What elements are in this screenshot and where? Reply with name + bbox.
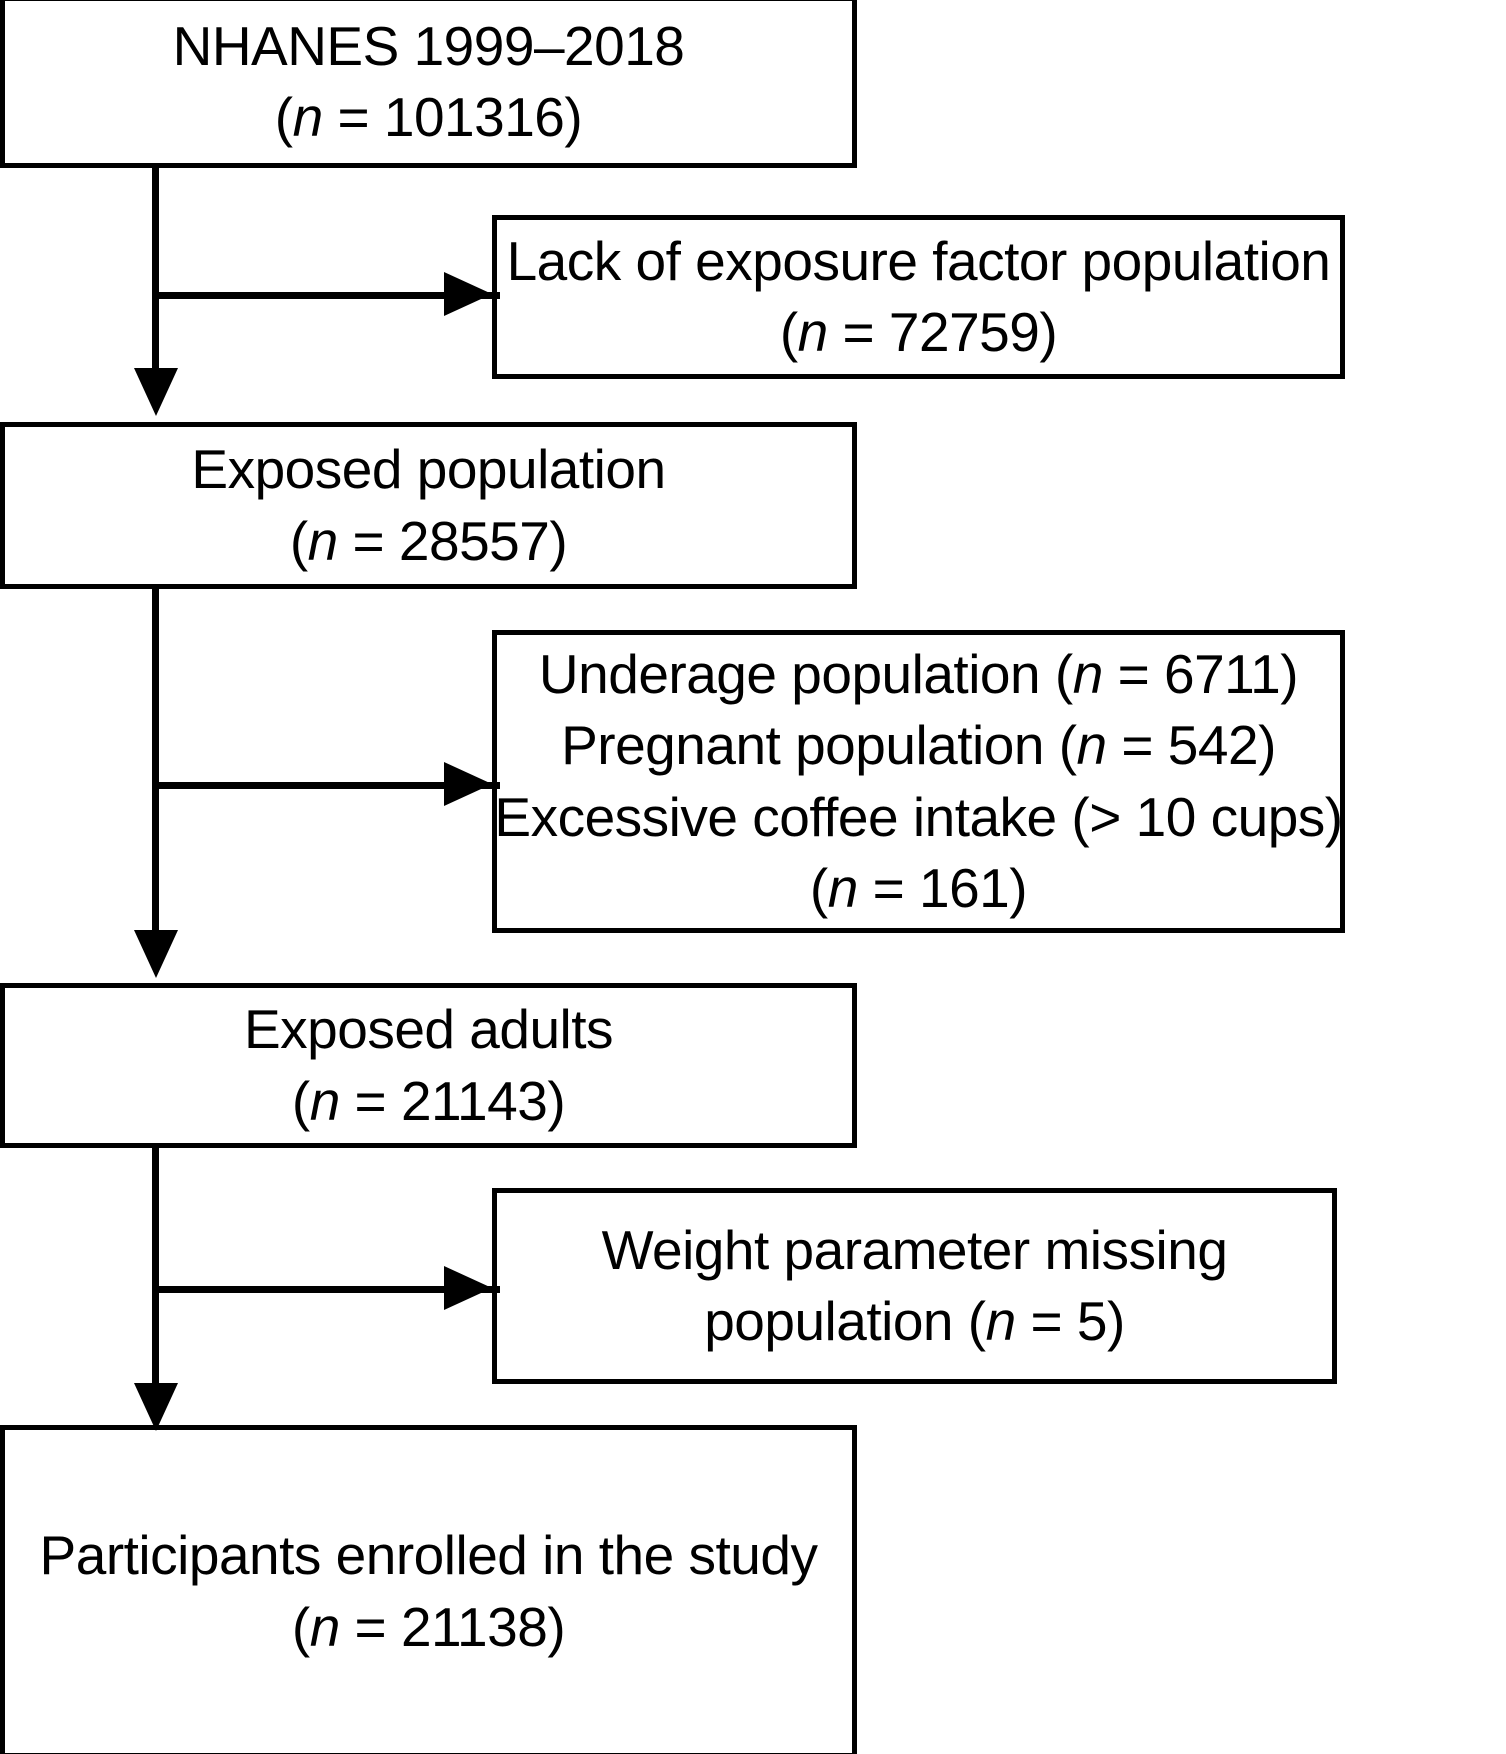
underage-label: Underage population ( — [538, 642, 1073, 705]
box-lack-exposure-line2: (n = 72759) — [779, 297, 1058, 369]
count-text: = 6711) — [1102, 642, 1299, 705]
connector-line-nhanes-to-exposed-population — [152, 168, 159, 376]
box-exclusions-line-pregnant: Pregnant population (n = 542) — [561, 710, 1276, 782]
count-text: = 542) — [1106, 714, 1276, 776]
count-text: = 101316) — [322, 86, 583, 148]
box-exposed-population-line2: (n = 28557) — [289, 506, 568, 578]
box-exposed-adults-line1: Exposed adults — [243, 998, 614, 1060]
n-italic: n — [292, 86, 324, 148]
count-text: = 21143) — [339, 1069, 566, 1132]
paren-open: ( — [779, 301, 798, 363]
arrowhead-right-to-exclusion-criteria — [444, 762, 492, 806]
paren-open: ( — [289, 509, 308, 572]
box-weight-missing-line1: Weight parameter missing — [601, 1218, 1228, 1281]
n-italic: n — [309, 1595, 341, 1658]
n-italic: n — [827, 857, 859, 919]
arrowhead-down-to-exposed-population — [134, 368, 178, 416]
count-text: = 5) — [1015, 1290, 1125, 1352]
arrowhead-down-to-exposed-adults — [134, 930, 178, 978]
count-text: = 161) — [857, 857, 1028, 919]
box-nhanes-source: NHANES 1999–2018 (n = 101316) — [0, 0, 857, 168]
arrowhead-right-to-lack-of-exposure — [444, 272, 492, 316]
n-italic: n — [307, 509, 339, 572]
box-nhanes-line1: NHANES 1999–2018 — [172, 14, 685, 77]
connector-line-to-weight-parameter-missing — [155, 1286, 500, 1293]
box-exposed-population: Exposed population (n = 28557) — [0, 422, 857, 589]
box-nhanes-line2: (n = 101316) — [274, 82, 583, 154]
arrowhead-down-to-enrolled — [134, 1383, 178, 1431]
paren-open: ( — [809, 857, 828, 919]
box-exposed-adults-line2: (n = 21143) — [291, 1066, 566, 1138]
box-lack-exposure-line1: Lack of exposure factor population — [506, 229, 1331, 292]
connector-line-exposed-adults-to-enrolled — [152, 1148, 159, 1400]
box-participants-enrolled: Participants enrolled in the study (n = … — [0, 1425, 857, 1754]
n-italic: n — [985, 1290, 1017, 1352]
pregnant-label: Pregnant population ( — [561, 714, 1077, 776]
connector-line-exposed-population-to-exposed-adults — [152, 589, 159, 947]
box-exclusions-line-coffee-count: (n = 161) — [809, 853, 1028, 925]
arrowhead-right-to-weight-parameter-missing — [444, 1266, 492, 1310]
box-exclusion-criteria: Underage population (n = 6711) Pregnant … — [492, 630, 1345, 933]
connector-line-to-lack-of-exposure — [155, 292, 500, 299]
box-exclusions-line-coffee: Excessive coffee intake (> 10 cups) — [494, 785, 1343, 848]
connector-line-to-exclusion-criteria — [155, 782, 500, 789]
box-weight-parameter-missing: Weight parameter missing population (n =… — [492, 1188, 1337, 1384]
box-enrolled-line2: (n = 21138) — [291, 1592, 566, 1664]
box-exclusions-line-underage: Underage population (n = 6711) — [538, 639, 1299, 711]
n-italic: n — [797, 301, 829, 363]
count-text: = 21138) — [339, 1595, 566, 1658]
paren-open: ( — [291, 1069, 310, 1132]
count-text: = 72759) — [827, 301, 1058, 363]
box-exposed-adults: Exposed adults (n = 21143) — [0, 983, 857, 1148]
box-lack-of-exposure-factor: Lack of exposure factor population (n = … — [492, 215, 1345, 379]
n-italic: n — [1072, 642, 1104, 705]
n-italic: n — [309, 1069, 341, 1132]
box-exposed-population-line1: Exposed population — [191, 438, 666, 500]
box-enrolled-line1: Participants enrolled in the study — [39, 1524, 818, 1586]
population-label: population ( — [704, 1290, 986, 1352]
count-text: = 28557) — [337, 509, 568, 572]
n-italic: n — [1076, 714, 1108, 776]
box-weight-missing-line2: population (n = 5) — [704, 1286, 1125, 1358]
paren-open: ( — [274, 86, 293, 148]
paren-open: ( — [291, 1595, 310, 1658]
